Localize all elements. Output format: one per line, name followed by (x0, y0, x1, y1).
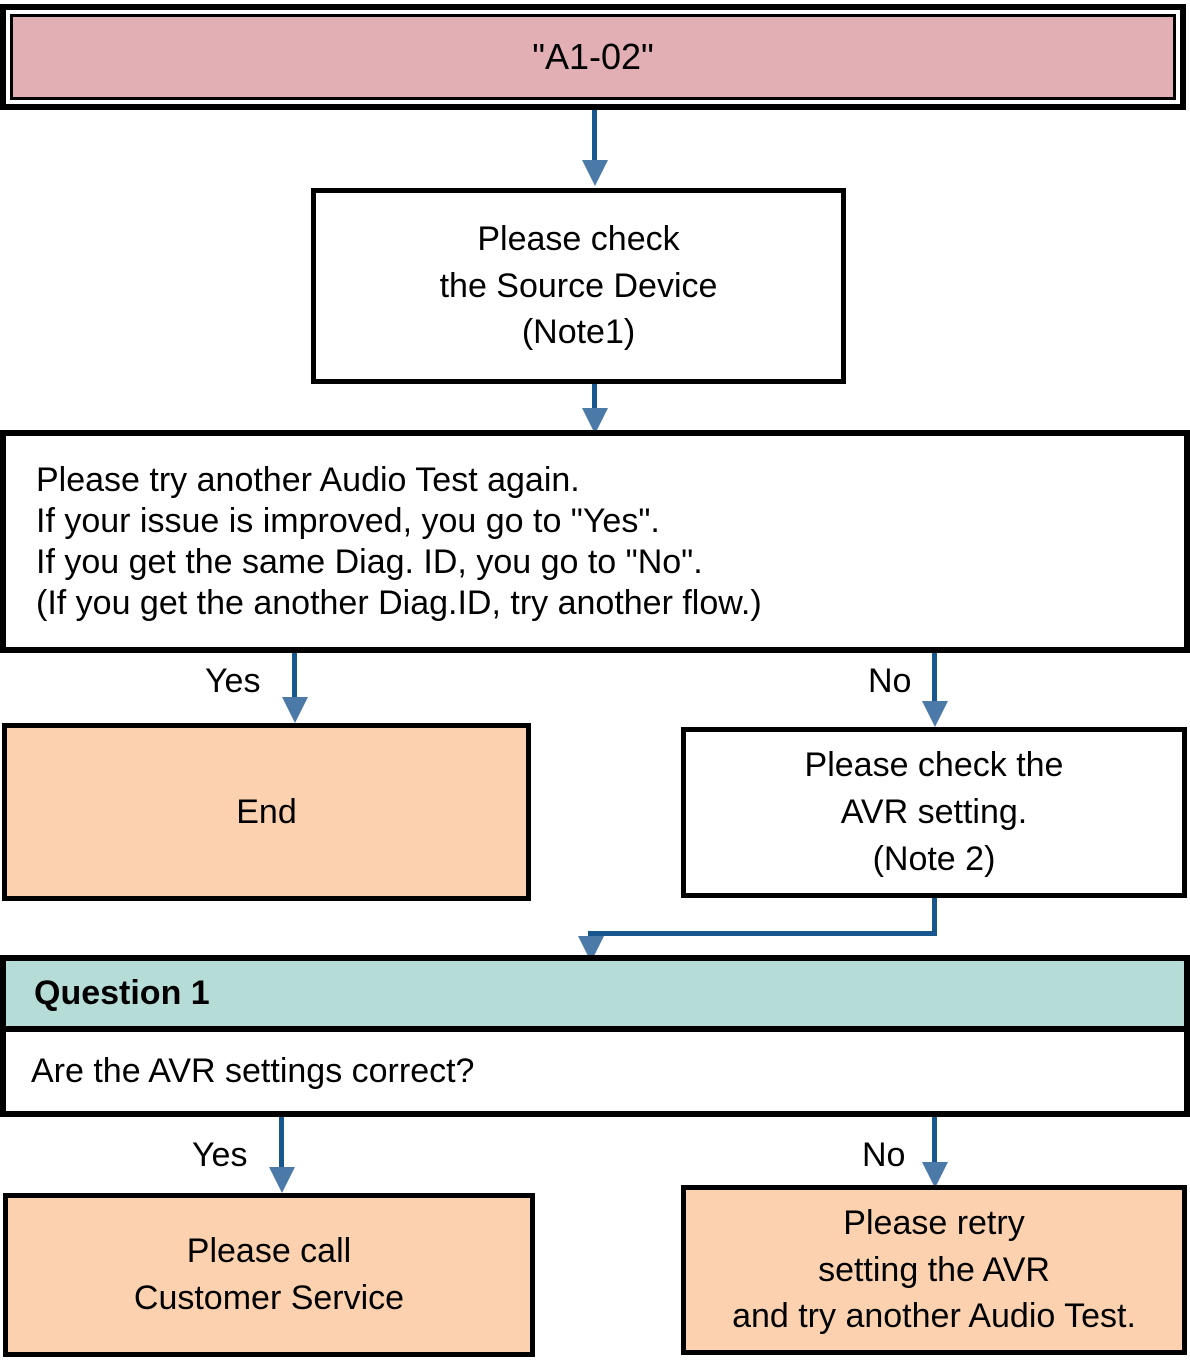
question1-body: Are the AVR settings correct? (0, 1026, 1190, 1117)
end-label: End (236, 792, 297, 831)
question1-header-label: Question 1 (34, 974, 210, 1012)
avr-check-line: AVR setting. (840, 793, 1028, 832)
check-source-line: (Note1) (521, 313, 636, 352)
diag-id-box-fill: "A1-02" (10, 14, 1176, 100)
branch1-yes-label: Yes (205, 662, 261, 700)
connector-branch1-yes (292, 653, 297, 700)
retry-test-box: Please try another Audio Test again. If … (0, 430, 1190, 653)
retry-test-line: (If you get the another Diag.ID, try ano… (36, 583, 762, 622)
avr-check-line: Please check the (804, 746, 1064, 785)
call-service-box: Please call Customer Service (3, 1193, 535, 1357)
diag-id-label: "A1-02" (532, 36, 654, 77)
connector-avr-horizontal (588, 931, 937, 936)
arrowhead-branch1-yes (282, 697, 308, 723)
connector-title-to-source (592, 110, 597, 162)
retry-avr-line: Please retry (843, 1203, 1025, 1242)
check-source-line: Please check (477, 219, 680, 258)
retry-test-line: Please try another Audio Test again. (36, 460, 580, 499)
avr-check-box: Please check the AVR setting. (Note 2) (681, 727, 1187, 898)
check-source-box: Please check the Source Device (Note1) (311, 188, 846, 384)
retry-avr-line: and try another Audio Test. (732, 1297, 1136, 1336)
connector-avr-down (932, 898, 937, 936)
branch2-yes-label: Yes (192, 1136, 248, 1174)
connector-source-to-retry (592, 384, 597, 412)
connector-branch2-yes (279, 1117, 284, 1170)
question1-header: Question 1 (0, 955, 1190, 1032)
avr-check-line: (Note 2) (872, 839, 996, 878)
retry-avr-line: setting the AVR (818, 1250, 1050, 1289)
branch1-no-label: No (868, 662, 912, 700)
question1-text: Are the AVR settings correct? (31, 1052, 475, 1090)
retry-test-line: If you get the same Diag. ID, you go to … (36, 542, 703, 581)
arrowhead-branch2-yes (269, 1167, 295, 1193)
connector-branch2-no (932, 1117, 937, 1165)
retry-test-line: If your issue is improved, you go to "Ye… (36, 501, 660, 540)
check-source-line: the Source Device (439, 266, 718, 305)
branch2-no-label: No (862, 1136, 906, 1174)
arrowhead-title-to-source (582, 160, 608, 186)
call-service-line: Please call (186, 1232, 352, 1271)
retry-avr-box: Please retry setting the AVR and try ano… (681, 1185, 1187, 1355)
arrowhead-branch2-no (922, 1162, 948, 1188)
arrowhead-branch1-no (922, 701, 948, 727)
call-service-line: Customer Service (133, 1279, 405, 1317)
connector-branch1-no (932, 653, 937, 703)
end-box: End (2, 723, 531, 901)
diag-id-box: "A1-02" (0, 4, 1186, 110)
arrowhead-source-to-retry (582, 408, 608, 434)
